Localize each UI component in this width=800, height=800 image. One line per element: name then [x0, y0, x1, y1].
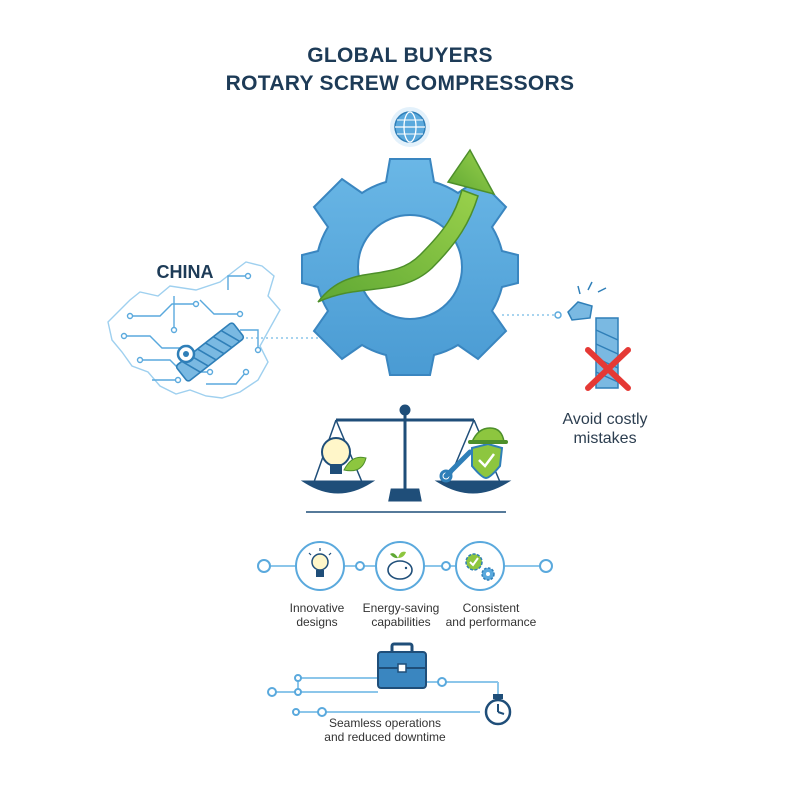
avoid-mistakes-line-2: mistakes	[573, 430, 637, 447]
title-line-1: GLOBAL BUYERS	[307, 44, 493, 67]
gears-check-icon	[455, 541, 505, 591]
lightbulb-leaf-icon	[321, 437, 367, 474]
feature-label-line-1: Innovative	[289, 601, 345, 615]
hard-hat-icon	[468, 427, 508, 444]
feature-label-energy-saving: Energy-saving capabilities	[326, 601, 476, 629]
seamless-operations-label: Seamless operations and reduced downtime	[300, 716, 470, 744]
feature-label-consistent: Consistent and performance	[416, 601, 566, 629]
feature-label-line-1: Energy-saving	[362, 601, 440, 615]
feature-label-line-2: capabilities	[371, 615, 431, 629]
china-map-icon	[107, 261, 281, 399]
feature-label-line-1: Consistent	[462, 601, 520, 615]
title-line-2: ROTARY SCREW COMPRESSORS	[225, 72, 575, 95]
toolbox-icon	[377, 642, 427, 689]
bottom-flow-lines	[267, 674, 499, 717]
lightbulb-icon	[295, 541, 345, 591]
seamless-line-1: Seamless operations	[328, 716, 442, 730]
avoid-mistakes-line-1: Avoid costly	[562, 411, 648, 428]
wrench-shield-icon	[439, 442, 504, 483]
growth-arrow-icon	[317, 148, 496, 303]
feature-label-innovative: Innovative designs	[242, 601, 392, 629]
feature-label-line-2: designs	[296, 615, 338, 629]
seamless-line-2: and reduced downtime	[324, 730, 446, 744]
china-label: CHINA	[156, 262, 214, 282]
avoid-mistakes-label: Avoid costly mistakes	[540, 410, 670, 448]
feature-label-line-2: and performance	[445, 615, 537, 629]
screw-rotor-icon	[175, 322, 245, 382]
globe-icon	[390, 107, 430, 147]
red-x-icon	[585, 347, 631, 391]
balance-scale-icon	[300, 404, 512, 502]
stopwatch-icon	[484, 694, 512, 726]
piggy-bank-icon	[375, 541, 425, 591]
